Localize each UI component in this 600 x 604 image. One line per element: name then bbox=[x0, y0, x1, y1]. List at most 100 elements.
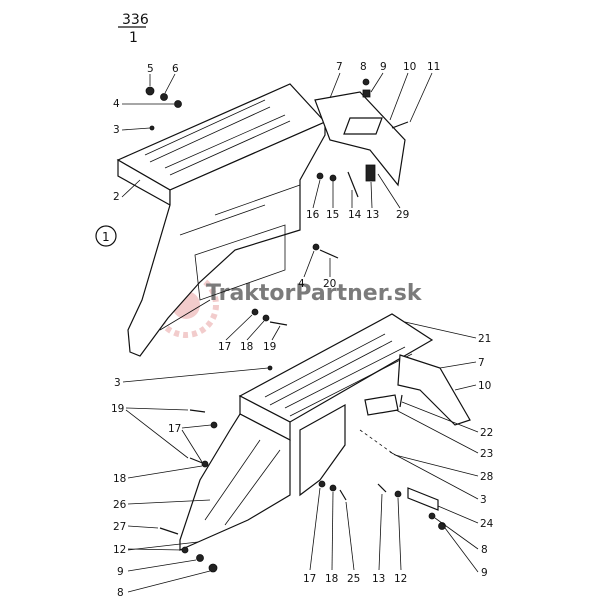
leader-8c bbox=[434, 517, 479, 550]
leader-28b bbox=[394, 454, 479, 477]
leader-12b bbox=[127, 541, 199, 551]
callouts-lower: 21 7 10 3 19 17 18 26 22 23 28 3 24 27 1… bbox=[111, 321, 494, 599]
callout-8b: 8 bbox=[117, 587, 124, 599]
leader-18 bbox=[246, 320, 265, 341]
leader-2 bbox=[121, 179, 141, 198]
leader-19c bbox=[125, 409, 189, 459]
callout-15: 15 bbox=[326, 209, 339, 221]
leader-26 bbox=[127, 499, 211, 505]
rivet-3-icon bbox=[149, 125, 155, 131]
upper-side-line-1 bbox=[214, 184, 301, 216]
callout-14: 14 bbox=[348, 209, 362, 221]
callout-16: 16 bbox=[306, 209, 320, 221]
upper-fender-side-panel bbox=[127, 121, 326, 357]
lower-rib-1 bbox=[264, 333, 386, 398]
leader-10 bbox=[389, 72, 409, 121]
leader-13 bbox=[370, 181, 373, 209]
upper-rib-2 bbox=[149, 106, 271, 163]
rivet-3b-icon bbox=[267, 365, 273, 371]
callout-20: 20 bbox=[323, 278, 336, 290]
callout-29: 29 bbox=[396, 209, 409, 221]
callout-10: 10 bbox=[403, 61, 416, 73]
washer-12-icon bbox=[181, 546, 189, 554]
lower-rib-4 bbox=[289, 353, 413, 417]
lower-side-line-2 bbox=[224, 449, 281, 526]
nut-18-icon bbox=[262, 314, 270, 322]
bolt-27-icon bbox=[159, 527, 179, 535]
lower-fender-inner-panel bbox=[299, 403, 346, 497]
leader-7b bbox=[439, 361, 477, 369]
bolt-19b-icon bbox=[189, 409, 206, 413]
nut-18b-icon bbox=[201, 460, 209, 468]
leader-9c bbox=[444, 527, 479, 573]
bolt-19-icon bbox=[269, 321, 288, 326]
page-number-top: 336 bbox=[122, 12, 149, 28]
page-number-bottom: 1 bbox=[129, 30, 138, 46]
callout-9c: 9 bbox=[481, 567, 488, 579]
washer-17-icon bbox=[251, 308, 259, 316]
callout-10b: 10 bbox=[478, 380, 491, 392]
nut-4-icon bbox=[174, 100, 182, 108]
washer-16-icon bbox=[316, 172, 324, 180]
leader-9b bbox=[127, 559, 197, 572]
leader-6 bbox=[164, 73, 176, 94]
callout-4b: 4 bbox=[298, 278, 305, 290]
callout-7b: 7 bbox=[478, 357, 485, 369]
upper-rib-1 bbox=[144, 99, 266, 156]
callout-21: 21 bbox=[478, 333, 491, 345]
callout-3b: 3 bbox=[114, 377, 121, 389]
bolt-22-icon bbox=[399, 394, 403, 408]
leader-19 bbox=[271, 325, 281, 341]
nut-18c-icon bbox=[329, 484, 337, 492]
washer-6-icon bbox=[160, 93, 168, 101]
callout-27: 27 bbox=[113, 521, 126, 533]
callout-18b: 18 bbox=[113, 473, 126, 485]
callout-3c: 3 bbox=[480, 494, 487, 506]
nut-4b-icon bbox=[312, 243, 320, 251]
leader-11 bbox=[409, 72, 433, 123]
lower-rib-3 bbox=[284, 346, 406, 409]
lower-clamp-22 bbox=[364, 394, 399, 416]
lower-fender-side-panel bbox=[179, 413, 291, 551]
callout-25: 25 bbox=[347, 573, 360, 585]
callout-7: 7 bbox=[336, 61, 343, 73]
callout-4: 4 bbox=[113, 98, 120, 110]
callout-17: 17 bbox=[218, 341, 231, 353]
callout-8c: 8 bbox=[481, 544, 488, 556]
plate-24-icon bbox=[407, 487, 439, 511]
nut-9b-icon bbox=[196, 554, 204, 562]
leader-3 bbox=[121, 127, 151, 131]
leader-25 bbox=[345, 501, 355, 571]
lower-fender-assembly bbox=[159, 313, 471, 573]
leader-22 bbox=[401, 401, 479, 433]
leader-7 bbox=[329, 72, 341, 99]
leader-18b bbox=[127, 465, 203, 479]
callout-19b: 19 bbox=[111, 403, 124, 415]
callout-8: 8 bbox=[360, 61, 367, 73]
callout-12b: 12 bbox=[394, 573, 407, 585]
leader-12c bbox=[397, 497, 402, 571]
callout-18c: 18 bbox=[325, 573, 338, 585]
callout-28: 28 bbox=[480, 471, 493, 483]
watermark-text: TraktorPartner.sk bbox=[206, 281, 423, 306]
upper-side-line-3 bbox=[159, 299, 211, 331]
leader-28 bbox=[359, 429, 396, 456]
leader-9 bbox=[370, 72, 384, 93]
callout-13b: 13 bbox=[372, 573, 385, 585]
leader-10b bbox=[454, 384, 477, 391]
bolt-8-icon bbox=[362, 78, 370, 86]
washer-8c-icon bbox=[428, 512, 436, 520]
washer-17b-icon bbox=[210, 421, 218, 429]
callout-9: 9 bbox=[380, 61, 387, 73]
callout-19: 19 bbox=[263, 341, 276, 353]
bolt-13b-icon bbox=[377, 483, 387, 493]
leader-24 bbox=[437, 505, 479, 524]
upper-fender-assembly bbox=[116, 78, 409, 357]
callout-11: 11 bbox=[427, 61, 440, 73]
leader-17 bbox=[225, 314, 253, 341]
lower-rib-2 bbox=[269, 340, 393, 406]
nut-9-icon bbox=[362, 89, 371, 98]
upper-bracket bbox=[314, 91, 406, 187]
nut-8b-icon bbox=[208, 563, 218, 573]
callout-5: 5 bbox=[147, 63, 154, 75]
